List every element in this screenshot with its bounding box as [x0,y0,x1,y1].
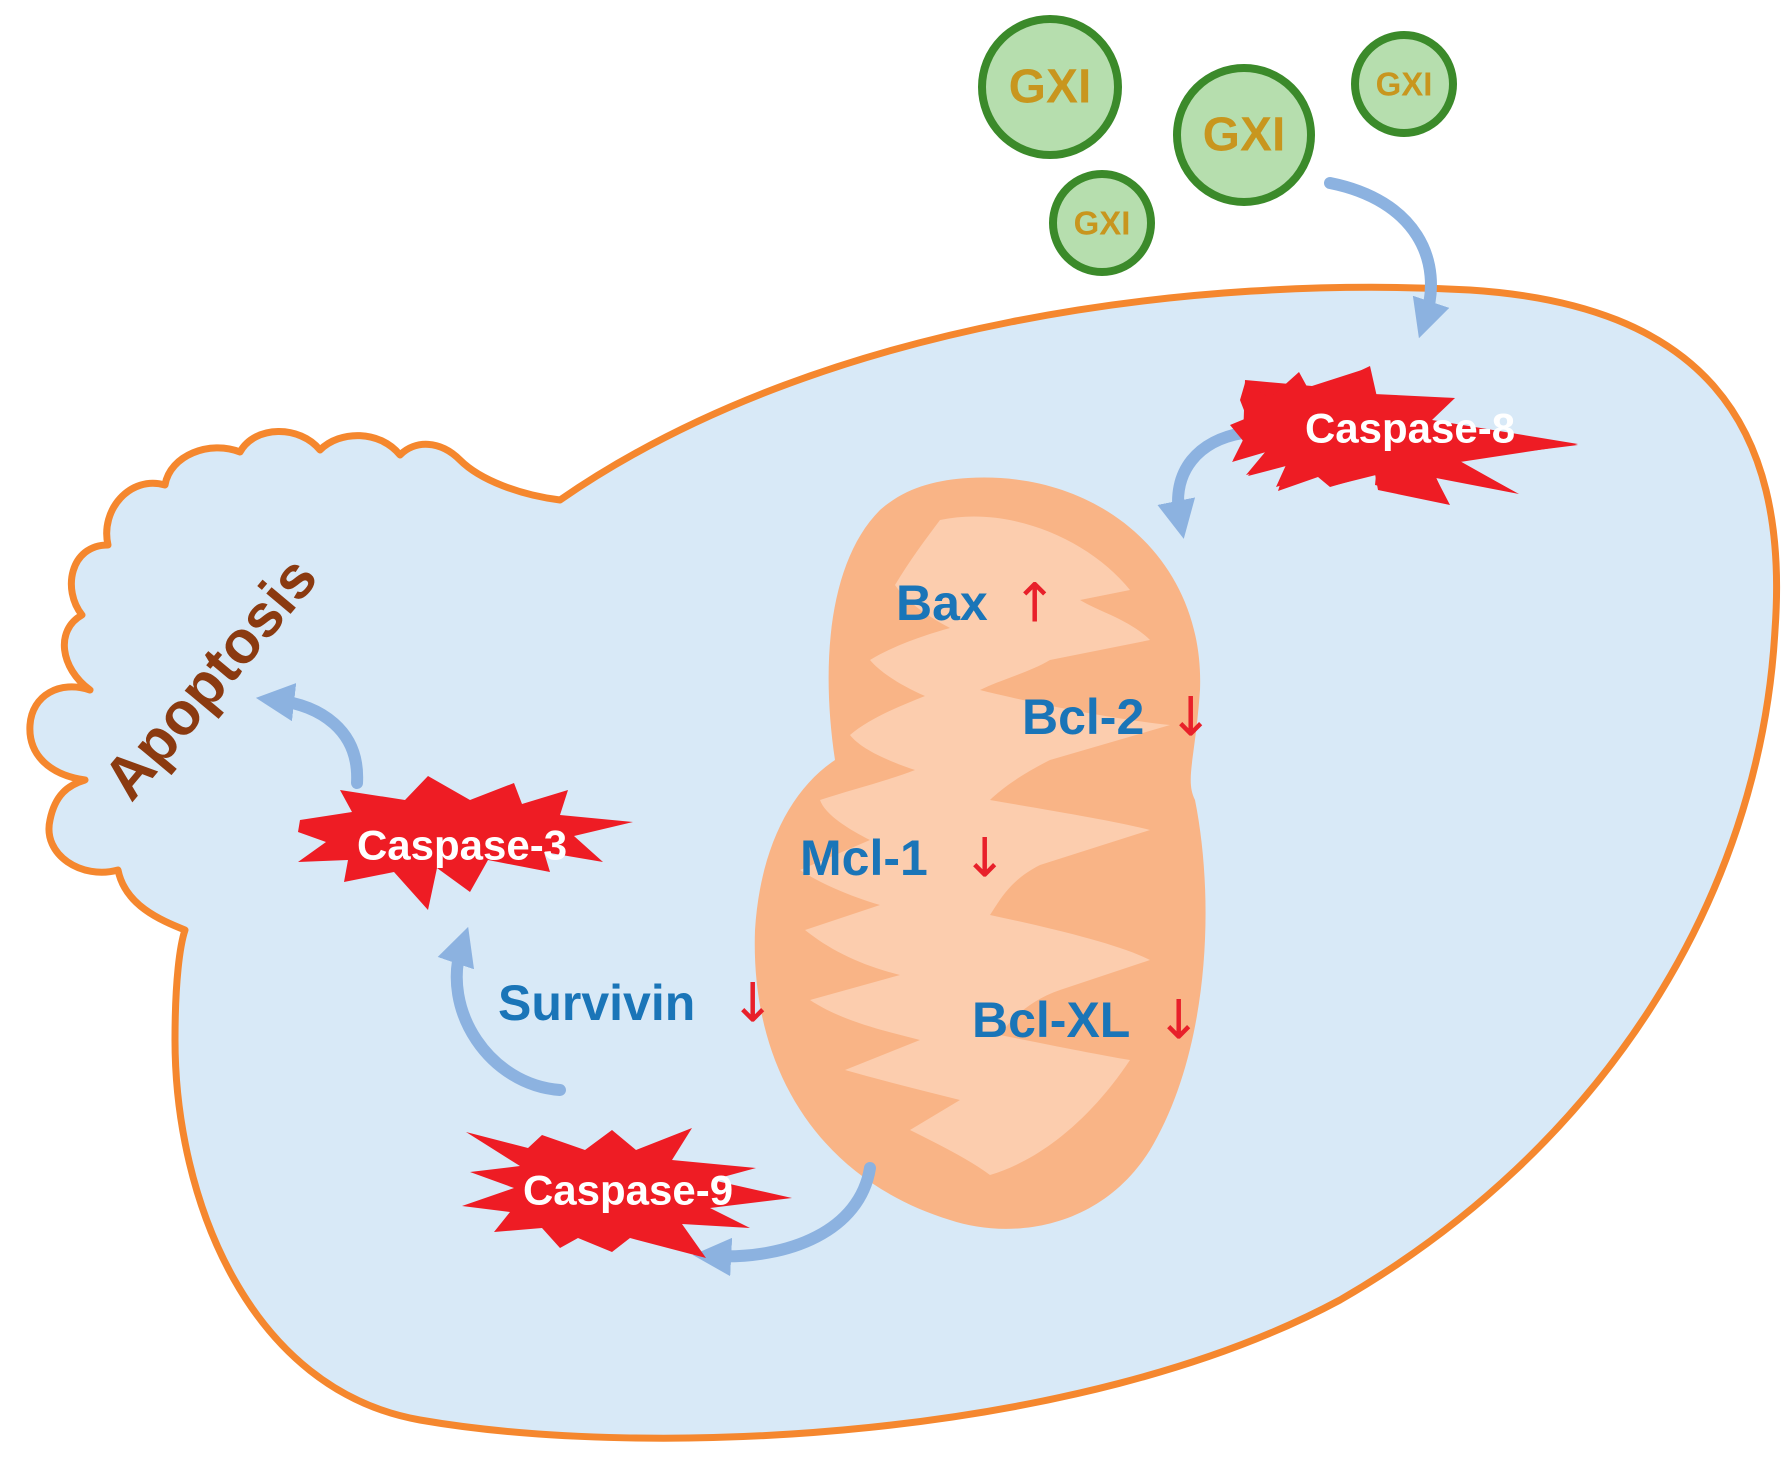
up-arrow-icon: ↑ [1012,572,1057,635]
caspase-3: Caspase-3 [298,776,633,910]
caspase-8-label: Caspase-8 [1305,405,1515,452]
bax-label: Bax [896,575,988,631]
gxi-label: GXI [1009,61,1092,114]
arrow-gxi-to-caspase8 [1324,177,1450,339]
arrow-caspase3-to-apoptosis [255,683,364,789]
survivin-label: Survivin [498,975,695,1031]
mitochondrion-icon [754,477,1206,1229]
mcl1-label: Mcl-1 [800,830,928,886]
gxi-label: GXI [1074,205,1131,242]
down-arrow-icon: ↓ [1168,686,1213,749]
down-arrow-icon: ↓ [1156,989,1201,1052]
gxi-molecule: GXI [1049,170,1155,276]
arrow-mitochondrion-to-caspase9 [692,1162,876,1277]
caspase-8: Caspase-8 [1230,366,1578,505]
caspase-9: Caspase-9 [462,1128,792,1258]
bcl2-label: Bcl-2 [1022,689,1144,745]
down-arrow-icon: ↓ [962,827,1007,890]
gxi-label: GXI [1203,109,1286,162]
caspase-9-label: Caspase-9 [523,1167,733,1214]
gxi-molecule: GXI [1351,31,1457,137]
bclxl-label: Bcl-XL [972,992,1130,1048]
gxi-molecule: GXI [1173,64,1315,206]
starburst-icon [462,1128,792,1258]
gxi-molecule: GXI [978,15,1122,159]
gxi-label: GXI [1376,66,1433,103]
starburst-icon [298,776,633,910]
arrow-caspase9-to-caspase3 [437,926,566,1096]
arrow-caspase8-to-mitochondrion [1157,427,1249,539]
caspase-3-label: Caspase-3 [357,822,567,869]
down-arrow-icon: ↓ [730,972,775,1035]
